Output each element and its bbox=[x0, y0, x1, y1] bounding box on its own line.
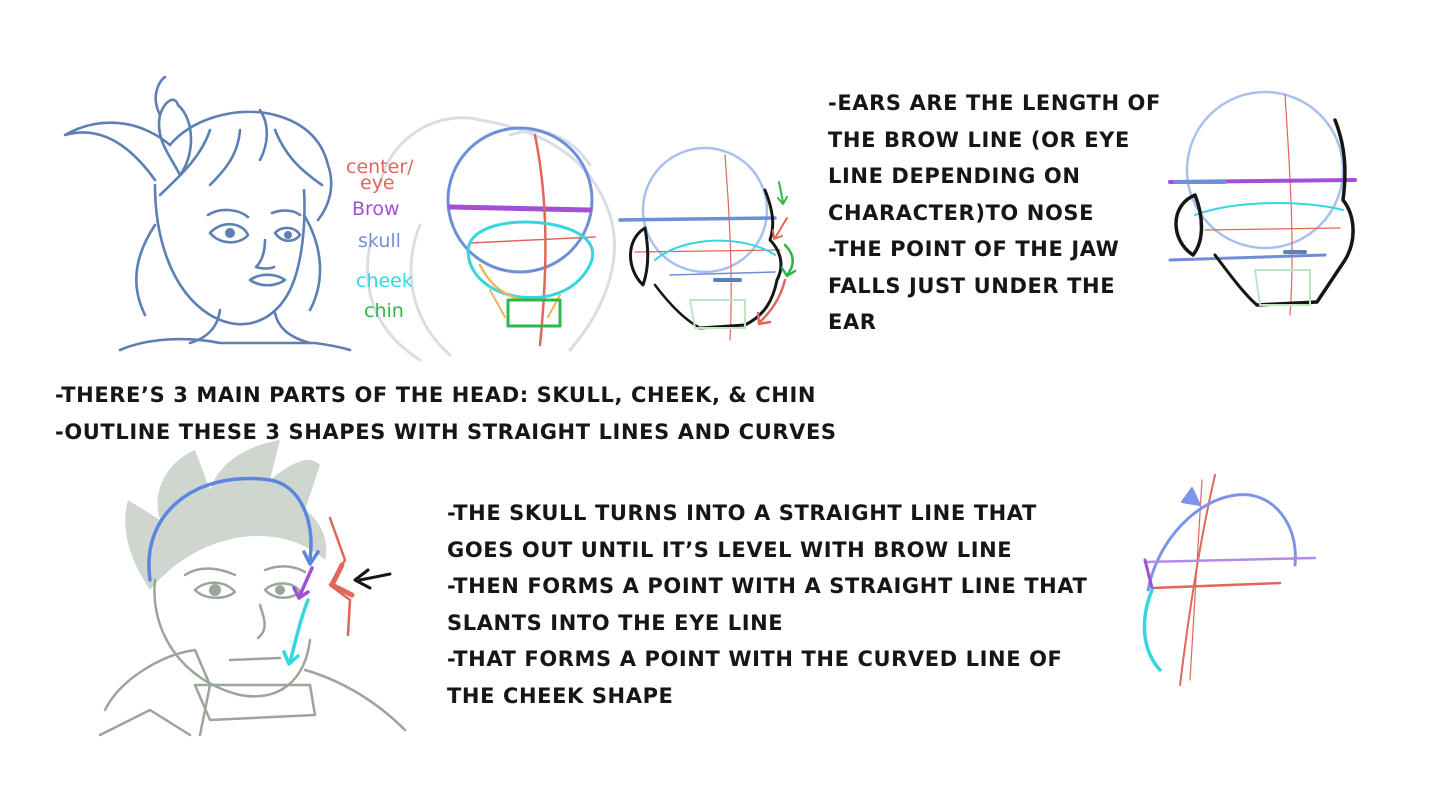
outline-shapes-line: -outline these 3 shapes with straight li… bbox=[55, 419, 837, 444]
legend-center-eye-2: eye bbox=[360, 172, 395, 194]
skull-shape-note: -the skull turns into a straight line th… bbox=[447, 495, 1087, 714]
legend-center-eye-1: center/ bbox=[346, 156, 414, 178]
jaw-note-line: -the point of the jaw bbox=[828, 237, 1120, 261]
point-note-line: slants into the eye line bbox=[447, 610, 784, 635]
construction-legend: center/ eye Brow skull cheek chin bbox=[346, 150, 436, 330]
side-head-ear-diagram bbox=[1168, 90, 1357, 316]
skull-note-line: -the skull turns into a straight line th… bbox=[447, 501, 1037, 525]
legend-brow: Brow bbox=[352, 198, 400, 220]
skull-note-line: goes out until it’s level with brow line bbox=[447, 537, 1013, 562]
skull-outline-diagram bbox=[1142, 474, 1317, 686]
legend-chin: chin bbox=[364, 300, 404, 322]
ears-jaw-note: -ears are the length of the brow line (o… bbox=[828, 85, 1161, 341]
ears-note-line: line depending on bbox=[828, 164, 1081, 188]
side-head-construction bbox=[618, 146, 797, 341]
ears-note-line: the brow line (or eye bbox=[828, 127, 1130, 152]
front-head-construction bbox=[365, 116, 616, 362]
head-parts-note: -there’s 3 main parts of the head: skull… bbox=[55, 377, 837, 450]
ears-note-line: character)to nose bbox=[828, 200, 1095, 225]
girl-head-sketch bbox=[63, 75, 352, 352]
boy-head-sketch bbox=[98, 440, 407, 737]
legend-cheek: cheek bbox=[356, 270, 413, 292]
point-note-line: -then forms a point with a straight line… bbox=[447, 574, 1088, 598]
ears-note-line: -ears are the length of bbox=[828, 91, 1161, 115]
jaw-note-line: falls just under the bbox=[828, 273, 1116, 298]
legend-skull: skull bbox=[358, 230, 401, 252]
cheek-note-line: -that forms a point with the curved line… bbox=[447, 647, 1063, 671]
jaw-note-line: ear bbox=[828, 310, 877, 334]
cheek-note-line: the cheek shape bbox=[447, 683, 674, 708]
head-parts-line: -there’s 3 main parts of the head: skull… bbox=[55, 383, 817, 407]
